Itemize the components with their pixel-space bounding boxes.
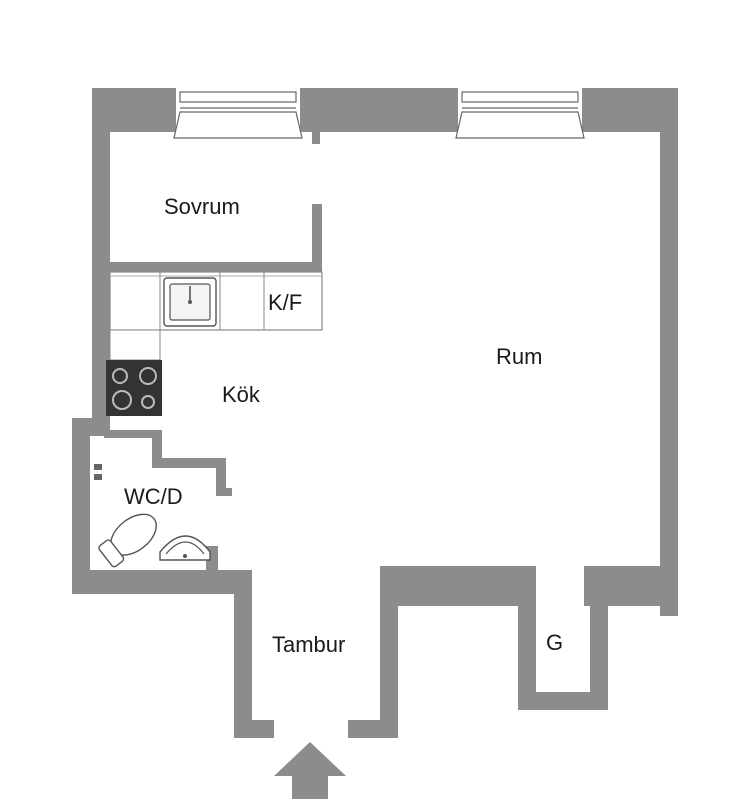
window-right bbox=[455, 86, 585, 139]
room-label-wcd: WC/D bbox=[124, 484, 183, 509]
room-label-kf: K/F bbox=[268, 290, 302, 315]
shower-icon bbox=[94, 464, 102, 480]
entrance-arrow-icon bbox=[274, 742, 346, 799]
window-left bbox=[173, 86, 303, 139]
window-icon bbox=[173, 111, 303, 139]
sink-icon bbox=[163, 277, 217, 327]
washbasin-icon bbox=[159, 535, 211, 561]
room-label-sovrum: Sovrum bbox=[164, 194, 240, 219]
room-label-g: G bbox=[546, 630, 563, 655]
walls bbox=[72, 88, 678, 738]
stove-icon bbox=[106, 360, 162, 416]
room-label-kok: Kök bbox=[222, 382, 261, 407]
room-label-rum: Rum bbox=[496, 344, 542, 369]
room-label-tambur: Tambur bbox=[272, 632, 345, 657]
toilet-icon bbox=[98, 513, 157, 568]
